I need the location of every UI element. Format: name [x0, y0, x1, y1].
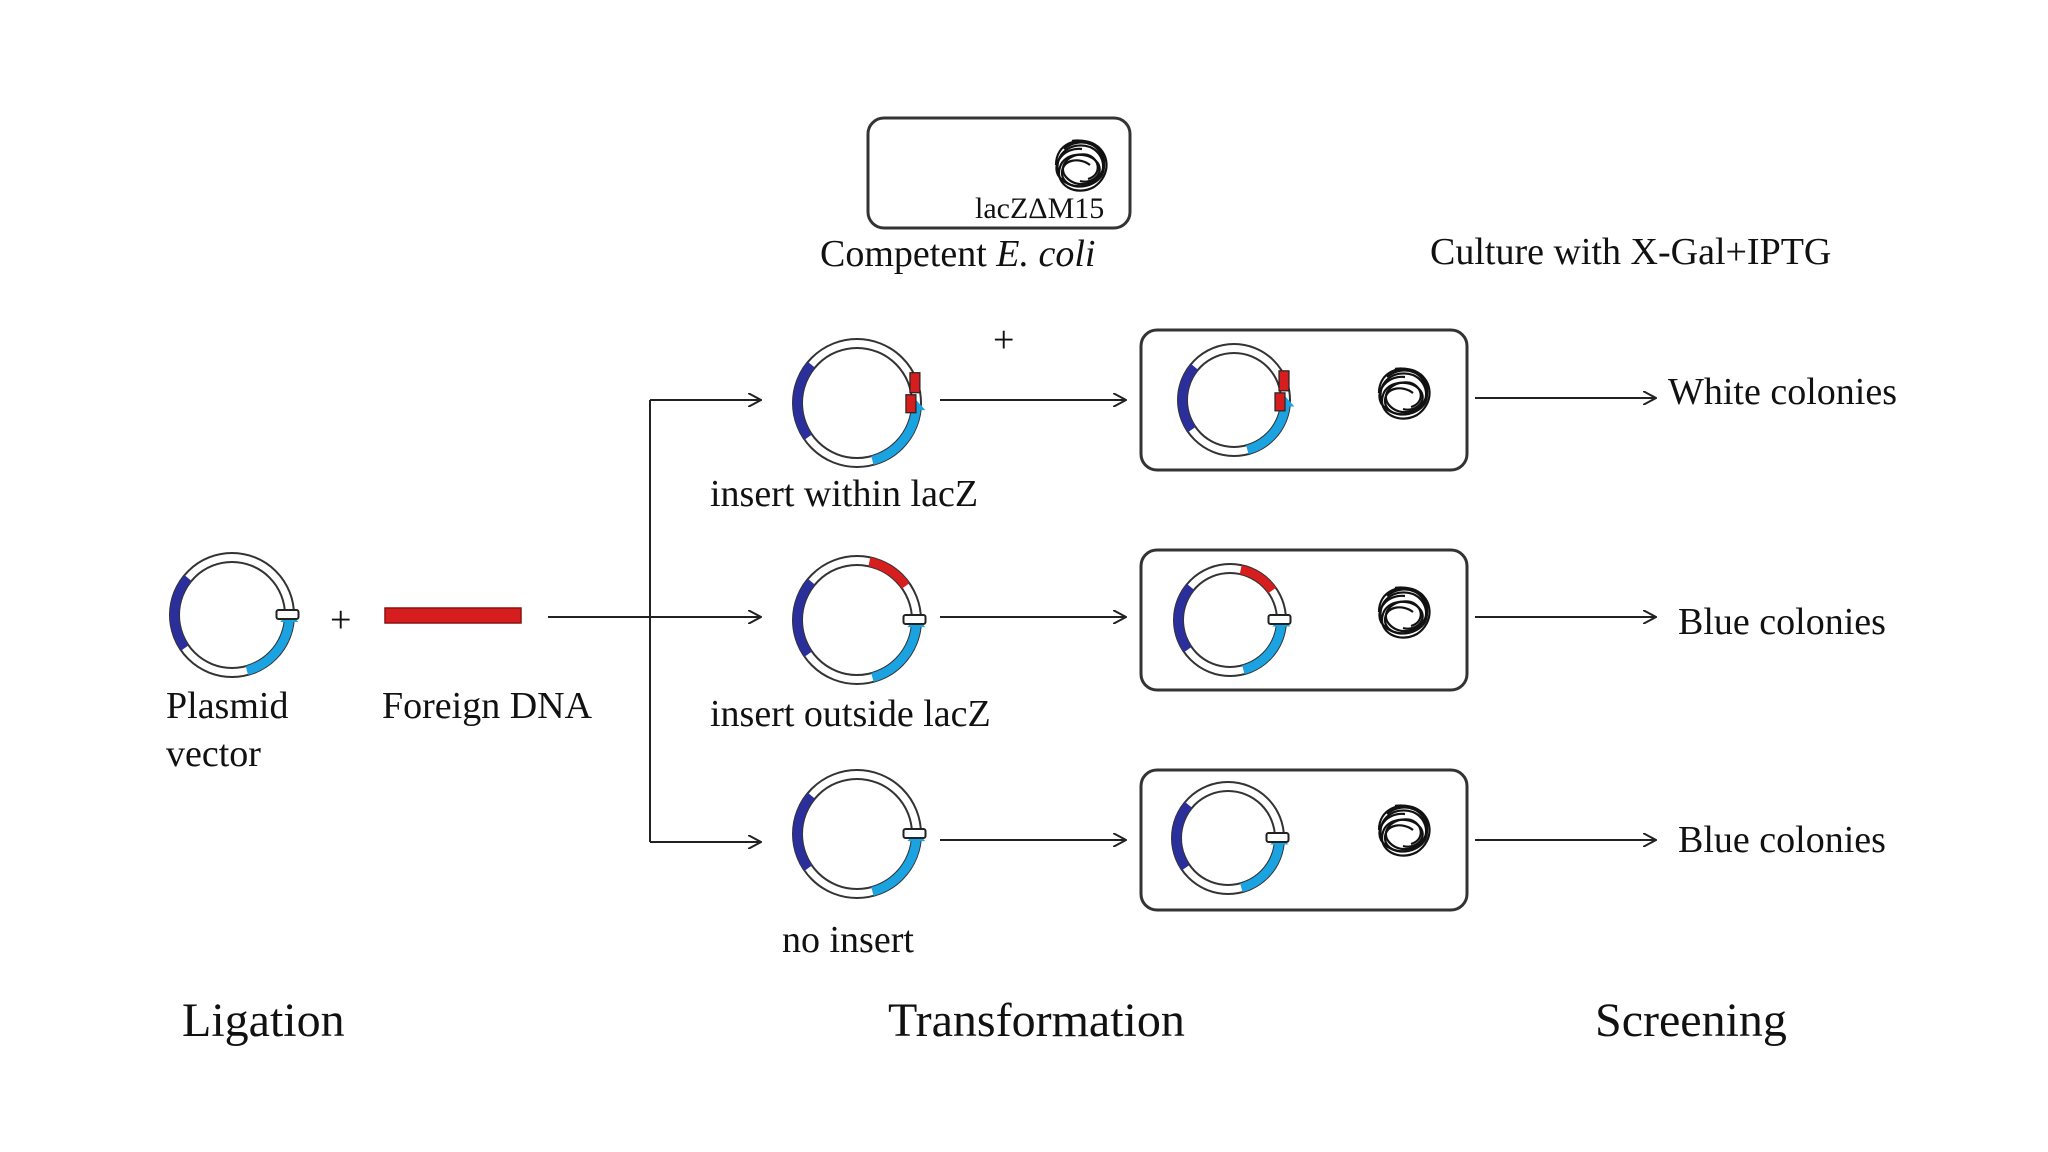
plasmid-marker-segment — [170, 575, 192, 651]
plus-sign-transformation: + — [993, 319, 1014, 361]
plasmid-inner-ring — [1186, 352, 1282, 448]
row-insert-outside: insert outside lacZ Blue colonies — [710, 548, 1886, 735]
plasmid-inner-ring — [801, 564, 913, 676]
competent-prefix: Competent — [820, 233, 996, 275]
plasmid-icon — [792, 769, 927, 899]
result-label: Blue colonies — [1678, 819, 1886, 861]
row-no-insert: no insert Blue colonies — [782, 768, 1886, 961]
plasmid-vector — [169, 552, 300, 678]
stage-label-transformation: Transformation — [888, 994, 1185, 1047]
culture-label: Culture with X-Gal+IPTG — [1430, 231, 1831, 273]
plasmid-inner-ring — [801, 778, 913, 890]
lacz-segment — [245, 619, 294, 675]
plasmid-inner-ring — [801, 347, 913, 459]
lacz-segment — [871, 624, 921, 682]
lacz-segment — [871, 407, 921, 465]
cell-icon — [1139, 548, 1469, 692]
plasmid-marker-segment — [1172, 802, 1193, 871]
cell-icon — [1139, 328, 1469, 472]
competent-species: E. coli — [995, 233, 1095, 275]
plasmid-icon — [792, 555, 927, 685]
plasmid-icon — [1177, 343, 1295, 457]
cloning-site-marker — [902, 828, 927, 839]
foreign-dna-label: Foreign DNA — [382, 685, 593, 727]
chromosome-icon — [1377, 367, 1431, 420]
plasmid-marker-segment — [793, 578, 815, 657]
plasmid-marker-segment — [1178, 364, 1199, 433]
competent-ecoli-label: Competent E. coli — [820, 233, 1095, 275]
insert-block — [905, 394, 917, 414]
plasmid-marker-segment — [793, 361, 815, 440]
lacz-segment — [1241, 623, 1286, 675]
plasmid-marker-segment — [1174, 584, 1195, 653]
product-label: insert within lacZ — [710, 473, 978, 515]
chromosome-icon — [1377, 804, 1431, 857]
chromosome-strand — [1055, 139, 1106, 188]
plasmid-icon — [1171, 781, 1290, 895]
branch-arrows — [548, 400, 760, 842]
result-label: White colonies — [1668, 371, 1897, 413]
plasmid-inner-ring — [1182, 572, 1278, 668]
insert-segment — [868, 557, 910, 589]
plasmid-inner-ring — [178, 561, 286, 669]
insert-block — [1274, 392, 1286, 412]
plasmid-label-line1: Plasmid — [166, 685, 288, 727]
chromosome-strand — [1378, 586, 1429, 635]
cloning-site-marker — [902, 614, 927, 625]
cloning-site-marker — [1267, 614, 1292, 625]
chromosome-icon — [1054, 139, 1108, 192]
chromosome-icon — [1377, 586, 1431, 639]
plus-sign-ligation: + — [330, 599, 351, 641]
plasmid-inner-ring — [1180, 790, 1276, 886]
row-insert-within: insert within lacZ White colonies — [710, 328, 1897, 515]
stage-label-screening: Screening — [1595, 994, 1787, 1047]
insert-segment — [1239, 565, 1276, 594]
cell-icon — [1139, 768, 1469, 912]
plasmid-icon — [169, 552, 300, 678]
product-label: insert outside lacZ — [710, 693, 991, 735]
cloning-site-marker — [275, 609, 300, 620]
competent-cell: lacZΔM15 — [866, 116, 1132, 230]
plasmid-marker-segment — [793, 792, 815, 871]
cell-genotype-label: lacZΔM15 — [975, 192, 1104, 225]
insert-block — [909, 372, 921, 394]
plasmid-label-line2: vector — [166, 733, 261, 775]
chromosome-strand — [1378, 804, 1429, 853]
foreign-dna-fragment — [384, 607, 522, 624]
product-label: no insert — [782, 919, 914, 961]
plasmid-icon — [792, 338, 926, 468]
insert-block — [1278, 370, 1290, 392]
cell-icon — [866, 116, 1132, 230]
stage-label-ligation: Ligation — [182, 994, 345, 1047]
lacz-segment — [1239, 841, 1284, 893]
lacz-segment — [871, 838, 921, 896]
cloning-site-marker — [1265, 832, 1290, 843]
chromosome-strand — [1378, 367, 1429, 416]
plasmid-icon — [1173, 563, 1292, 677]
result-label: Blue colonies — [1678, 601, 1886, 643]
